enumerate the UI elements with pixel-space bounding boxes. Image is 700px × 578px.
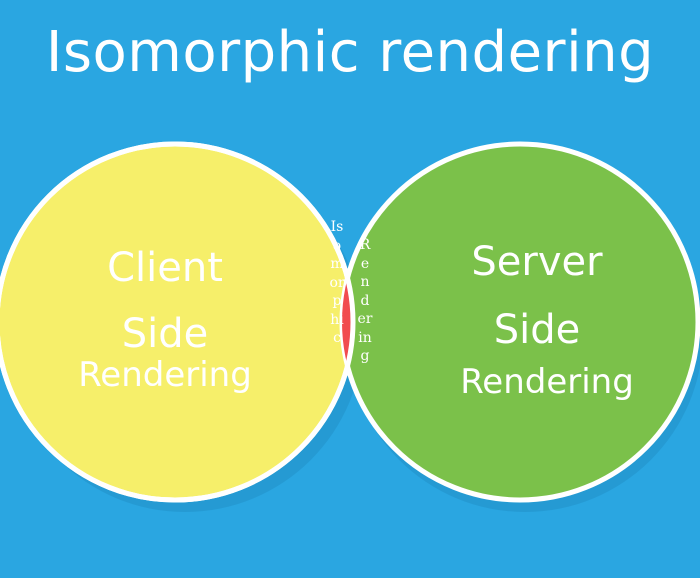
overlap-label-isomorphic: Isomorphic xyxy=(329,219,345,346)
server-label-line1: Server xyxy=(471,239,603,285)
server-label-line2: Side xyxy=(493,307,581,353)
client-label-line3: Rendering xyxy=(78,355,252,395)
overlap-label-rendering: Rendering xyxy=(357,237,373,364)
client-circle-outline xyxy=(0,141,356,503)
server-label-line3: Rendering xyxy=(460,362,634,402)
client-label-line1: Client xyxy=(107,245,223,291)
client-label-line2: Side xyxy=(121,311,209,357)
diagram-title: Isomorphic rendering xyxy=(45,20,655,85)
